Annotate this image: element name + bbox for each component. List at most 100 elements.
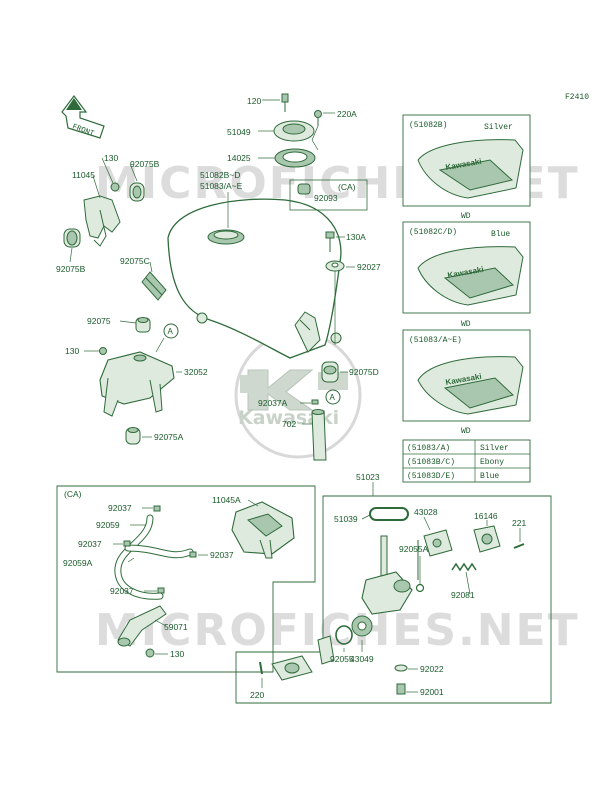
label-92075: 92075	[87, 316, 111, 326]
bolt-130-top	[110, 182, 120, 192]
oring-92055	[335, 625, 353, 645]
variant-panel-1-code: (51082B)	[409, 121, 447, 130]
color-table-color-1: Silver	[480, 444, 509, 453]
circle-a-marker-2: A	[325, 389, 341, 405]
label-43049: 43049	[350, 654, 374, 664]
label-11045a: 11045A	[212, 495, 241, 505]
label-92037-3: 92037	[210, 550, 234, 560]
label-220a: 220A	[337, 109, 357, 119]
color-table-color-2: Ebony	[480, 458, 504, 467]
label-130-bottom: 130	[170, 649, 184, 659]
label-92027: 92027	[357, 262, 381, 272]
variant-panel-1: (51082B) Silver Kawasaki WD	[402, 114, 531, 221]
label-702: 702	[282, 419, 296, 429]
circle-a-label-2: A	[330, 393, 336, 402]
diaphragm-16146	[473, 525, 501, 553]
label-51083-a-e: 51083/A~E	[200, 181, 243, 191]
clip-92037a	[311, 399, 319, 405]
oring-51039	[369, 507, 409, 521]
leader-lines-mid	[336, 236, 355, 268]
screw-221	[513, 543, 525, 549]
grommet-92075b-bottom	[63, 228, 81, 248]
hose-702	[311, 409, 327, 461]
grommet-92075a	[125, 427, 141, 445]
leader-lines-right-mid	[300, 371, 348, 425]
screw-220	[259, 661, 263, 675]
label-32052: 32052	[184, 367, 208, 377]
label-92037-4: 92037	[110, 586, 134, 596]
leader-lines-bracket	[84, 320, 182, 438]
label-130a: 130A	[346, 232, 366, 242]
front-arrow-icon: FRONT	[61, 95, 105, 139]
bracket-59071	[117, 605, 167, 647]
pad-92075c	[141, 271, 167, 301]
label-130-mid: 130	[65, 346, 79, 356]
label-14025: 14025	[227, 153, 251, 163]
bolt-120	[281, 93, 289, 112]
lever-43049	[351, 615, 373, 637]
label-92075b-top: 92075B	[130, 159, 160, 169]
hoses-92059	[114, 514, 194, 600]
grommet-92075b-top	[129, 182, 145, 202]
label-51039: 51039	[334, 514, 358, 524]
label-92059a: 92059A	[63, 558, 93, 568]
label-ca-top: (CA)	[338, 182, 356, 192]
ca-box-bottom	[56, 485, 316, 673]
label-220: 220	[250, 690, 264, 700]
label-92093: 92093	[314, 193, 338, 203]
label-43028: 43028	[414, 507, 438, 517]
label-92075d: 92075D	[349, 367, 379, 377]
clips-92037	[123, 505, 197, 594]
variant-panel-3-tag: WD	[461, 427, 471, 436]
grommet-92075d	[321, 361, 339, 383]
label-92037-1: 92037	[108, 503, 132, 513]
fuel-cock-body	[361, 535, 419, 615]
variant-panel-1-tag: WD	[461, 212, 471, 221]
color-table-code-3: (51083D/E)	[407, 472, 455, 481]
ca-box-top	[289, 179, 368, 211]
label-92055a: 92055A	[399, 544, 429, 554]
label-92022: 92022	[420, 664, 444, 674]
label-92081: 92081	[451, 590, 475, 600]
leader-lines-ca-bottom	[113, 499, 259, 655]
variant-panel-2-tag: WD	[461, 320, 471, 329]
part-labels: 120 220A 51049 14025 (CA) 92093 51082B~D…	[56, 96, 526, 700]
label-51082b-d: 51082B~D	[200, 170, 240, 180]
leader-lines-upper-left	[69, 157, 153, 273]
spring-92081	[451, 562, 477, 572]
label-16146: 16146	[474, 511, 498, 521]
variant-panel-3-code: (51083/A~E)	[409, 336, 462, 345]
label-92001: 92001	[420, 687, 444, 697]
label-92037a: 92037A	[258, 398, 288, 408]
label-92059: 92059	[96, 520, 120, 530]
variant-panel-2-color: Blue	[491, 230, 510, 239]
washer-92022	[394, 664, 408, 672]
cover-43028	[423, 529, 453, 557]
fuel-cap-51049	[273, 120, 315, 142]
label-92055: 92055	[330, 654, 354, 664]
label-11045: 11045	[72, 170, 95, 180]
bolt-92001	[396, 683, 406, 695]
bolt-130-bottom	[145, 648, 155, 658]
circle-a-marker-1: A	[163, 323, 179, 339]
grommet-92075-mid	[135, 317, 151, 333]
bracket-32052	[99, 351, 175, 417]
canister-bracket-11045a	[231, 501, 295, 559]
bracket-11045	[83, 195, 121, 247]
washer-92027	[325, 260, 345, 345]
bolt-130a	[325, 231, 335, 252]
label-92075a: 92075A	[154, 432, 184, 442]
flange-plate	[271, 655, 313, 681]
label-130-top: 130	[104, 153, 118, 163]
color-table-code-1: (51083/A)	[407, 444, 450, 453]
label-120: 120	[247, 96, 261, 106]
variant-panel-1-color: Silver	[484, 123, 513, 132]
variant-panel-2: (51082C/D) Blue Kawasaki WD	[402, 221, 531, 329]
variant-panel-2-code: (51082C/D)	[409, 228, 457, 237]
screw-220a	[314, 110, 322, 126]
color-table-color-3: Blue	[480, 472, 499, 481]
bolt-130-mid	[99, 347, 107, 355]
label-221: 221	[512, 518, 526, 528]
gasket-14025	[274, 148, 316, 168]
